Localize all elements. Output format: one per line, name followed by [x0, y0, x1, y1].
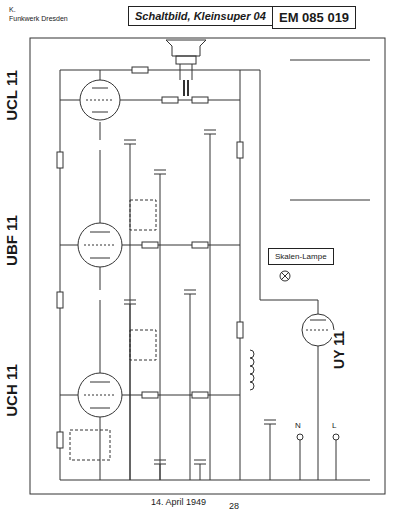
if-transformer: [130, 200, 156, 230]
drawing-number-box: EM 085 019: [272, 6, 356, 29]
tube-uch11: [78, 373, 122, 417]
capacitor-symbol: [123, 139, 137, 145]
tube-label: UCH 11: [4, 363, 19, 418]
speaker-coil: [176, 56, 196, 64]
lamp-box: Skalen-Lampe: [268, 248, 334, 265]
tube-label: UBF 11: [4, 214, 19, 267]
tube-ucl11: [80, 80, 120, 120]
tube-label: UY 11: [332, 330, 346, 370]
tube-ubf11: [78, 223, 122, 267]
oscillator-coil: [70, 430, 110, 460]
resistor-symbol: [142, 392, 158, 398]
node-text: Skalen-Lampe: [275, 252, 327, 261]
capacitor-symbol: [183, 289, 197, 295]
text-label: 28: [228, 502, 240, 511]
title-box: Schaltbild, Kleinsuper 04: [128, 6, 273, 26]
resistor-symbol: [57, 432, 63, 448]
resistor-symbol: [237, 322, 243, 338]
frame: [30, 38, 385, 494]
speaker-symbol: [166, 40, 206, 56]
capacitor-symbol: [153, 169, 167, 175]
resistor-symbol: [57, 292, 63, 308]
capacitor-symbol: [153, 459, 167, 465]
resistor-symbol: [57, 152, 63, 168]
resistor-symbol: [192, 392, 208, 398]
resistor-symbol: [142, 242, 158, 248]
capacitor-symbol: [263, 419, 277, 425]
text-label: Funkwerk Dresden: [8, 15, 69, 22]
text-label: K.: [8, 6, 17, 13]
capacitor-symbol: [123, 299, 137, 305]
node-text: EM 085 019: [279, 10, 349, 25]
text-label: 14. April 1949: [150, 498, 207, 507]
resistor-symbol: [237, 142, 243, 158]
resistor-symbol: [192, 97, 208, 103]
tube-uy11: [302, 314, 334, 346]
text-label: N: [294, 422, 302, 430]
tube-label: UCL 11: [4, 69, 19, 122]
hv-wire: [240, 70, 241, 480]
bus-wire: [60, 70, 260, 71]
capacitor-symbol: [203, 129, 217, 135]
capacitor-symbol: [193, 459, 207, 465]
resistor-symbol: [192, 242, 208, 248]
ground-wire: [60, 480, 370, 481]
if-transformer: [130, 330, 156, 360]
resistor-symbol: [162, 97, 178, 103]
text-label: L: [331, 422, 337, 430]
resistor-symbol: [132, 67, 148, 73]
